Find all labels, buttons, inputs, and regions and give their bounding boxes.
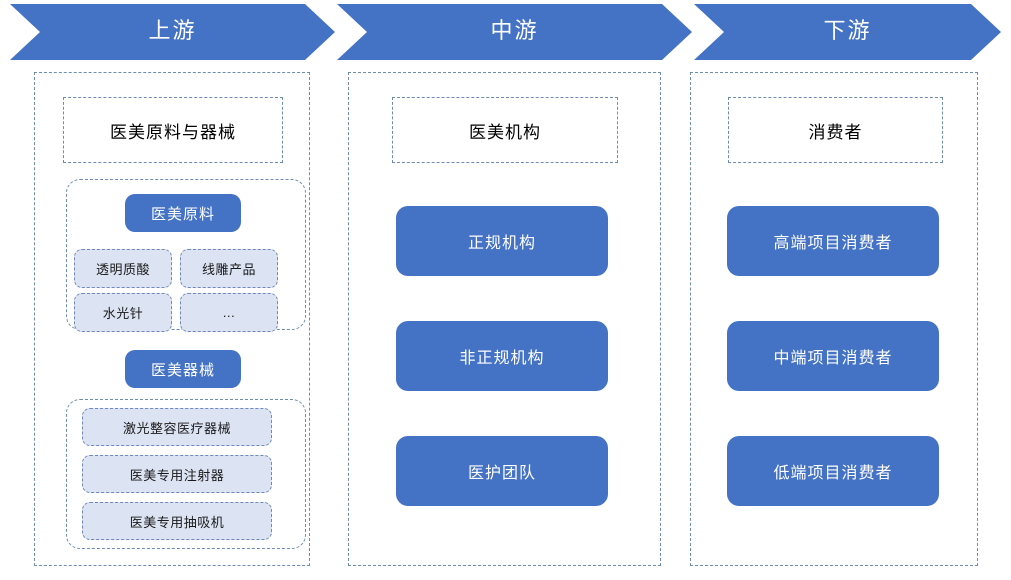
card-label: 高端项目消费者 [773, 235, 893, 252]
column-header-upstream: 医美原料与器械 [63, 97, 283, 163]
column-midstream: 医美机构 正规机构 非正规机构 医护团队 [348, 72, 661, 566]
banner-segment-label: 下游 [823, 18, 872, 43]
value-chain-banner: 上游 中游 下游 [0, 4, 1011, 60]
banner-segment-label: 上游 [148, 18, 197, 43]
subitem-label: 医美专用抽吸机 [129, 514, 225, 530]
subitem-label: 透明质酸 [95, 262, 150, 277]
banner-segment-midstream[interactable]: 中游 [337, 4, 692, 60]
column-header-label: 消费者 [808, 122, 863, 142]
column-upstream: 医美原料与器械 医美原料 透明质酸 线雕产品 水光针 … 医美器械 激光整容医疗… [34, 72, 310, 566]
column-header-label: 医美原料与器械 [110, 122, 236, 142]
subitem-water-light-needle[interactable]: 水光针 [74, 293, 172, 332]
card-label: 正规机构 [467, 235, 536, 252]
card-mid-end-consumer[interactable]: 中端项目消费者 [727, 321, 939, 391]
group-title-label: 医美原料 [150, 205, 215, 223]
card-label: 医护团队 [467, 465, 536, 482]
subitem-thread-lift-products[interactable]: 线雕产品 [180, 249, 278, 288]
group-title-materials[interactable]: 医美原料 [125, 194, 241, 232]
subitem-hyaluronic-acid[interactable]: 透明质酸 [74, 249, 172, 288]
card-label: 非正规机构 [459, 350, 545, 367]
subitem-label: 线雕产品 [201, 262, 256, 277]
card-high-end-consumer[interactable]: 高端项目消费者 [727, 206, 939, 276]
subitem-medical-aesthetic-syringe[interactable]: 医美专用注射器 [82, 455, 272, 493]
card-low-end-consumer[interactable]: 低端项目消费者 [727, 436, 939, 506]
column-header-downstream: 消费者 [728, 97, 943, 163]
subitem-label: 医美专用注射器 [129, 467, 225, 483]
banner-segment-upstream[interactable]: 上游 [10, 4, 335, 60]
card-formal-institution[interactable]: 正规机构 [396, 206, 608, 276]
banner-segment-label: 中游 [490, 18, 539, 43]
column-downstream: 消费者 高端项目消费者 中端项目消费者 低端项目消费者 [690, 72, 978, 566]
subitem-medical-aesthetic-aspirator[interactable]: 医美专用抽吸机 [82, 502, 272, 540]
subitem-label: 水光针 [102, 306, 144, 321]
subitem-laser-cosmetic-device[interactable]: 激光整容医疗器械 [82, 408, 272, 446]
group-title-label: 医美器械 [150, 361, 215, 379]
subitem-label: 激光整容医疗器械 [122, 420, 231, 436]
card-medical-team[interactable]: 医护团队 [396, 436, 608, 506]
column-header-label: 医美机构 [469, 122, 541, 142]
card-label: 中端项目消费者 [773, 350, 893, 367]
card-label: 低端项目消费者 [773, 465, 893, 482]
banner-segment-downstream[interactable]: 下游 [694, 4, 1001, 60]
subitem-label: … [222, 305, 236, 320]
group-title-devices[interactable]: 医美器械 [125, 350, 241, 388]
column-header-midstream: 医美机构 [392, 97, 618, 163]
subitem-more-ellipsis[interactable]: … [180, 293, 278, 332]
card-informal-institution[interactable]: 非正规机构 [396, 321, 608, 391]
